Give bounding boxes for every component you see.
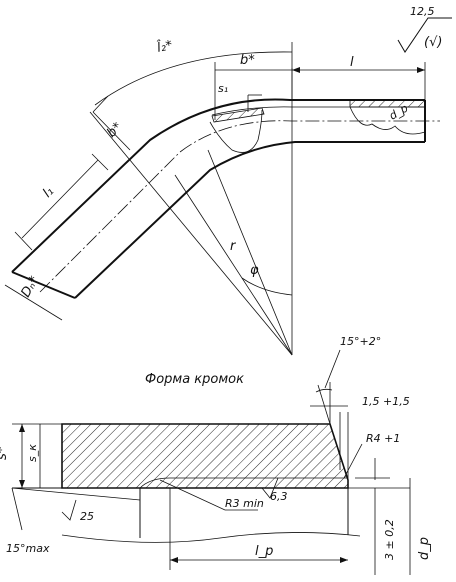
bore-diameter-label: d_p xyxy=(417,537,432,560)
edge-detail-view: s* s_к 15°max 25 R3 min 6,3 15°+2° 1,5 +… xyxy=(0,335,432,575)
tolerance-label: 3 ± 0,2 xyxy=(383,519,396,560)
wall-section-hatch xyxy=(61,423,349,489)
roughness-63-label: 6,3 xyxy=(270,490,288,503)
length-l-label: l xyxy=(350,55,354,70)
s1-label: s₁ xyxy=(218,82,228,95)
radius-line xyxy=(174,174,293,356)
s-k-label: s_к xyxy=(26,444,39,462)
radius-label: r xyxy=(230,239,237,254)
angle-max-label: 15°max xyxy=(6,542,50,555)
b-left-label: b* xyxy=(104,119,125,140)
l1-label: l₁ xyxy=(40,184,57,201)
roughness-25-label: 25 xyxy=(80,510,94,523)
pipe-left-end xyxy=(11,271,76,299)
angle-label: φ xyxy=(250,263,259,278)
section-hatch-left xyxy=(211,107,265,123)
roughness-mark: (√) xyxy=(424,35,442,50)
arc-length-label: l̂₂* xyxy=(156,38,175,56)
s-star-label: s* xyxy=(0,446,10,460)
section-hatch-right xyxy=(349,99,426,108)
bore-length-label: l_p xyxy=(255,544,273,559)
outer-diameter-label: Dₙ* xyxy=(18,273,42,300)
pipe-outer-wall xyxy=(11,98,425,273)
section-title: Форма кромок xyxy=(145,372,244,387)
angle-top-label: 15°+2° xyxy=(340,335,381,348)
roughness-value: 12,5 xyxy=(410,5,435,18)
pipe-centerline xyxy=(39,120,440,293)
r4-label: R4 +1 xyxy=(366,432,400,445)
chamfer-label: 1,5 +1,5 xyxy=(362,395,410,408)
roughness-symbol: 12,5 (√) xyxy=(397,5,452,53)
bent-pipe-view: l̂₂* l b* b* l₁ Dₙ* s₁ d_p r φ xyxy=(4,38,440,356)
r3-min-label: R3 min xyxy=(225,497,264,510)
b-right-label: b* xyxy=(240,53,255,68)
angle-arc xyxy=(241,277,293,296)
